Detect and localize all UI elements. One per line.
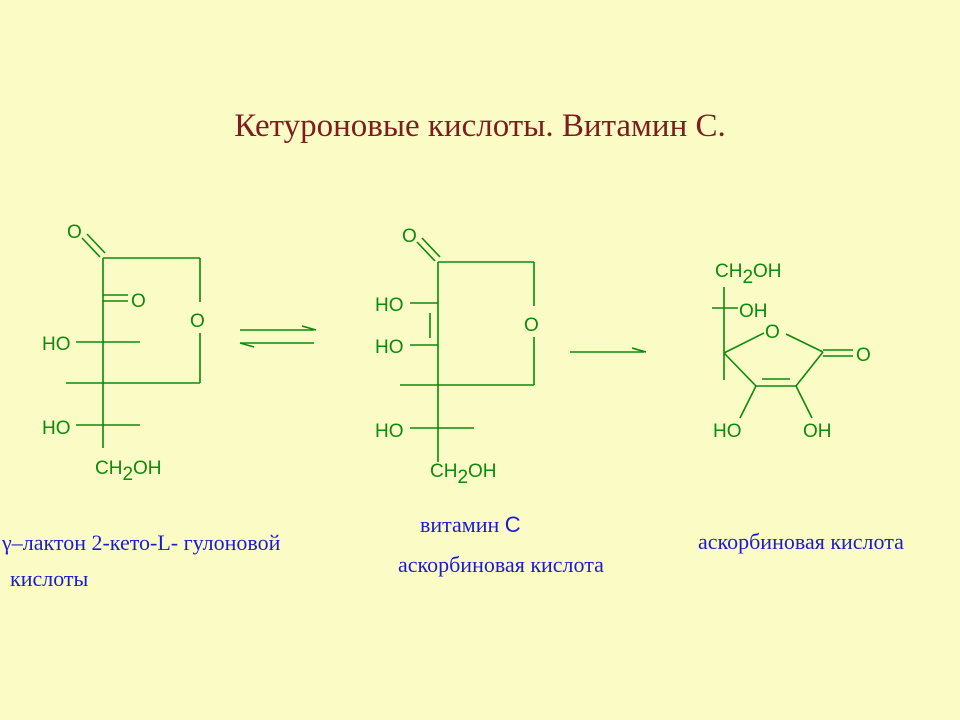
structure-ascorbic-acid: CH2OH OH O O HO OH xyxy=(712,261,871,442)
ring-bond-o-c1 xyxy=(785,333,824,353)
caption-ascorbic-acid-mid: аскорбиновая кислота xyxy=(398,552,604,577)
carbonyl-double-bond-a xyxy=(81,237,101,258)
caption-vitamin-c: витамин С xyxy=(420,512,521,537)
ketone-oxygen: O xyxy=(402,226,417,247)
caption-lactone-line2: кислоты xyxy=(10,566,89,591)
forward-arrow-head xyxy=(301,325,317,331)
hydroxyl-3: HO xyxy=(375,421,404,442)
hydroxymethyl-group: CH2OH xyxy=(430,461,497,488)
ring-oxygen: O xyxy=(524,315,539,336)
enol-bond-right xyxy=(795,385,813,419)
hydroxyl-right: OH xyxy=(803,421,832,442)
hydroxyl-2: HO xyxy=(375,337,404,358)
carbonyl-double-bond-b xyxy=(421,237,441,258)
carbonyl-oxygen: O xyxy=(856,345,871,366)
reverse-arrow-head xyxy=(239,342,255,348)
hydroxyl-1: HO xyxy=(375,295,404,316)
ketone-oxygen-top: O xyxy=(67,222,82,243)
hydroxymethyl-group: CH2OH xyxy=(95,458,162,485)
enol-bond-left xyxy=(739,385,757,419)
carbonyl-double-bond-b xyxy=(86,233,106,254)
structure-keto-lactone: O O O HO HO CH2OH xyxy=(42,222,205,485)
gamma-symbol: γ xyxy=(2,530,12,555)
equilibrium-arrows xyxy=(239,325,317,348)
ring-oxygen: O xyxy=(765,322,780,343)
caption-lactone-line1: γ–лактон 2-кето-L- гулоновой xyxy=(2,530,281,555)
hydroxyl-1: HO xyxy=(42,334,71,355)
hydroxyl-2: HO xyxy=(42,418,71,439)
carbonyl-double-bond-a xyxy=(416,241,436,262)
ring-bond-c4-o xyxy=(723,332,765,354)
hydroxymethyl-group: CH2OH xyxy=(715,261,782,288)
reaction-arrow-head xyxy=(631,347,647,353)
caption-ascorbic-acid-right: аскорбиновая кислота xyxy=(698,529,904,554)
structure-vitamin-c: O O HO HO HO CH2OH xyxy=(375,226,539,488)
reaction-arrow xyxy=(570,347,647,353)
page-title: Кетуроновые кислоты. Витамин С. xyxy=(234,108,726,144)
ring-bond-c4-c3 xyxy=(723,352,757,387)
hydroxyl-left: HO xyxy=(713,421,742,442)
hydroxyl-top: OH xyxy=(739,301,768,322)
ring-bond-c1-c2 xyxy=(795,351,824,387)
ketone-oxygen-mid: O xyxy=(131,291,146,312)
ring-oxygen: O xyxy=(190,311,205,332)
